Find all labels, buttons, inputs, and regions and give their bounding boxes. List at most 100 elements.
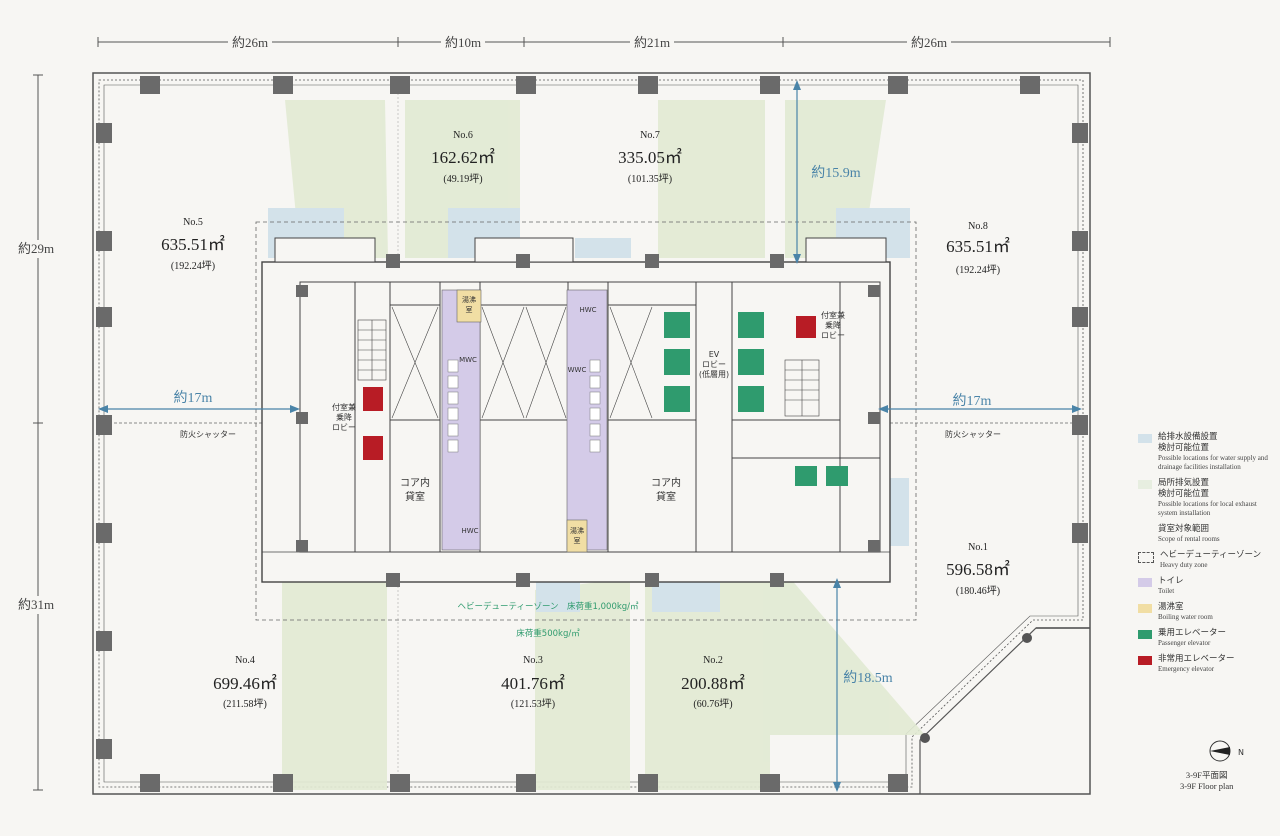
- north-label: N: [1238, 748, 1244, 757]
- unit-1: No.1 596.58㎡ (180.46坪): [946, 542, 1010, 597]
- heavy-duty-zone: [255, 221, 917, 621]
- legend-label-en: Boiling water room: [1158, 613, 1213, 621]
- fire-shutter-label-left: 防火シャッター: [180, 429, 236, 439]
- legend-label-en: Toilet: [1158, 587, 1175, 595]
- legend-label-en: Heavy duty zone: [1160, 561, 1208, 569]
- ev-lobby-3: (低層用): [699, 369, 729, 379]
- plan-title-ja: 3-9F平面図: [1185, 770, 1228, 780]
- svg-text:No.7: No.7: [640, 130, 660, 141]
- legend-swatch: [1138, 480, 1152, 489]
- svg-text:(121.53坪): (121.53坪): [511, 697, 555, 710]
- mwc-label: MWC: [459, 356, 477, 364]
- legend-label-en: Possible locations for water supply and …: [1158, 454, 1268, 471]
- legend-swatch: [1138, 526, 1152, 535]
- lobby-right-2: 乗降: [825, 320, 841, 330]
- core-rental-right-2: 貸室: [656, 490, 676, 503]
- boiling-room-bottom: [566, 519, 588, 553]
- dim-top-2: 約10m: [445, 35, 481, 50]
- legend-label-ja: 非常用エレベーター: [1158, 654, 1235, 664]
- unit-2: No.2 200.88㎡ (60.76坪): [681, 655, 745, 710]
- legend-label-en: Scope of rental rooms: [1158, 535, 1220, 543]
- hwc-bottom: HWC: [461, 527, 478, 535]
- ev-lobby-2: ロビー: [702, 360, 726, 369]
- legend-label-en: Possible locations for local exhaust sys…: [1158, 500, 1257, 517]
- legend-label-ja: トイレ: [1158, 576, 1184, 586]
- legend-label-ja: 給排水設備設置 検討可能位置: [1158, 432, 1218, 453]
- lobby-left-1: 付室兼: [332, 402, 356, 412]
- legend-label-en: Emergency elevator: [1158, 665, 1215, 673]
- lobby-left-3: ロビー: [332, 423, 356, 432]
- svg-text:(192.24坪): (192.24坪): [171, 259, 215, 272]
- svg-text:162.62㎡: 162.62㎡: [431, 148, 495, 167]
- hwc-top: HWC: [579, 306, 596, 314]
- svg-text:401.76㎡: 401.76㎡: [501, 674, 565, 693]
- legend-swatch: [1138, 578, 1152, 587]
- heavy-duty-label: ヘビーデューティーゾーン 床荷重1,000kg/㎡: [457, 601, 639, 612]
- legend-swatch: [1138, 656, 1152, 665]
- svg-text:635.51㎡: 635.51㎡: [161, 235, 225, 254]
- legend-label-ja: ヘビーデューティーゾーン: [1160, 550, 1262, 560]
- unit-5: No.5 635.51㎡ (192.24坪): [161, 217, 225, 272]
- svg-text:635.51㎡: 635.51㎡: [946, 237, 1010, 256]
- legend-label-en: Passenger elevator: [1158, 639, 1211, 647]
- legend-label-ja: 局所排気設置 検討可能位置: [1158, 478, 1210, 499]
- plan-title: 3-9F平面図 3-9F Floor plan: [1180, 770, 1233, 792]
- svg-text:No.3: No.3: [523, 655, 543, 666]
- measure-15-9: 約15.9m: [811, 165, 860, 181]
- unit-8: No.8 635.51㎡ (192.24坪): [946, 221, 1010, 276]
- unit-3: No.3 401.76㎡ (121.53坪): [501, 655, 565, 710]
- svg-text:No.2: No.2: [703, 655, 723, 666]
- boiling-top-2: 室: [466, 305, 473, 314]
- svg-text:No.5: No.5: [183, 217, 203, 228]
- boiling-bottom-2: 室: [574, 536, 581, 545]
- wwc-label: WWC: [568, 366, 587, 374]
- columns: [96, 76, 1088, 792]
- toilet-right: [566, 289, 608, 551]
- unit-4: No.4 699.46㎡ (211.58坪): [213, 655, 277, 710]
- dim-top-1: 約26m: [232, 35, 268, 50]
- lobby-right-1: 付室兼: [821, 310, 845, 320]
- core-rental-left-2: 貸室: [405, 490, 425, 503]
- legend-label-ja: 貸室対象範囲: [1158, 524, 1210, 534]
- measurement-arrows: [98, 80, 1082, 792]
- north-arrow-icon: N: [1209, 740, 1244, 762]
- fire-shutter-label-right: 防火シャッター: [945, 429, 1001, 439]
- svg-text:No.1: No.1: [968, 542, 988, 553]
- lobby-left-2: 乗降: [336, 412, 352, 422]
- svg-text:596.58㎡: 596.58㎡: [946, 560, 1010, 579]
- boiling-bottom-1: 湯沸: [570, 526, 584, 535]
- lobby-right-3: ロビー: [821, 331, 845, 340]
- measure-17-left: 約17m: [174, 390, 213, 406]
- dim-left-2: 約31m: [18, 597, 54, 612]
- dim-top-4: 約26m: [911, 35, 947, 50]
- left-dimension-line: [33, 74, 43, 791]
- svg-text:(60.76坪): (60.76坪): [693, 697, 732, 710]
- building-outline: [92, 72, 1091, 795]
- emergency-elevators: [363, 316, 816, 460]
- svg-text:No.6: No.6: [453, 130, 473, 141]
- svg-text:(180.46坪): (180.46坪): [956, 584, 1000, 597]
- legend-swatch: [1138, 552, 1154, 563]
- svg-text:335.05㎡: 335.05㎡: [618, 148, 682, 167]
- legend-swatch: [1138, 604, 1152, 613]
- dim-left-1: 約29m: [18, 241, 54, 256]
- boiling-room-top: [456, 289, 482, 323]
- svg-text:(101.35坪): (101.35坪): [628, 172, 672, 185]
- svg-text:(211.58坪): (211.58坪): [223, 697, 267, 710]
- unit-6: No.6 162.62㎡ (49.19坪): [431, 130, 495, 185]
- svg-text:No.8: No.8: [968, 221, 988, 232]
- svg-text:699.46㎡: 699.46㎡: [213, 674, 277, 693]
- core-rental-left-1: コア内: [400, 476, 430, 489]
- svg-text:(49.19坪): (49.19坪): [443, 172, 482, 185]
- toilet-left: [441, 289, 481, 551]
- legend-label-ja: 乗用エレベーター: [1158, 628, 1227, 638]
